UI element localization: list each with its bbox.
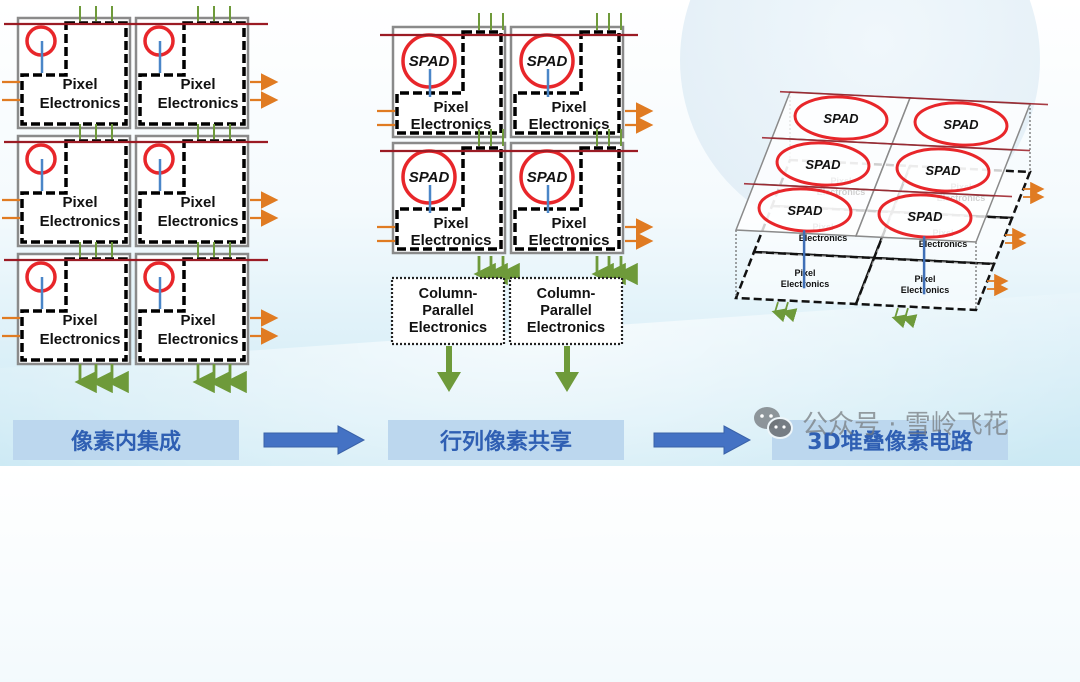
cell-label-line-2: Electronics bbox=[919, 239, 968, 249]
spad-ring bbox=[895, 147, 991, 193]
spad-label: SPAD bbox=[805, 157, 841, 172]
spad-label: SPAD bbox=[409, 53, 450, 70]
stage-in-pixel-integration: PixelElectronicsPixelElectronicsPixelEle… bbox=[2, 6, 279, 394]
stage-label-in-pixel: 像素内集成 bbox=[13, 420, 239, 460]
wechat-icon bbox=[754, 406, 793, 439]
cell-label-line-1: Pixel bbox=[551, 99, 586, 116]
cell-label-line-1: Pixel bbox=[180, 76, 215, 93]
spad-label: SPAD bbox=[527, 53, 568, 70]
cell-label-line-2: Electronics bbox=[40, 331, 121, 348]
cell-frame bbox=[134, 16, 250, 130]
cell-label-line-1: Pixel bbox=[180, 194, 215, 211]
column-block-label-line: Column- bbox=[537, 286, 596, 302]
spad-label: SPAD bbox=[925, 163, 961, 178]
cell-frame bbox=[134, 252, 250, 366]
cell-label-line-1: Pixel bbox=[433, 99, 468, 116]
cell-frame bbox=[16, 134, 132, 248]
spad-ring bbox=[913, 101, 1009, 147]
spad-ring bbox=[775, 141, 871, 187]
cell-label-line-2: Electronics bbox=[158, 331, 239, 348]
cell-label-line-1: Pixel bbox=[433, 215, 468, 232]
output-arrow bbox=[781, 301, 798, 323]
cell-label-line-2: Electronics bbox=[529, 232, 610, 249]
column-block-frame bbox=[390, 276, 506, 346]
spad-label: SPAD bbox=[409, 169, 450, 186]
spad-label: SPAD bbox=[943, 117, 979, 132]
spad-ring bbox=[793, 95, 889, 141]
spad-label: SPAD bbox=[823, 111, 859, 126]
spad-label: SPAD bbox=[907, 209, 943, 224]
column-block-label-line: Parallel bbox=[422, 303, 474, 319]
output-arrow bbox=[555, 346, 579, 392]
cell-label-line-1: Pixel bbox=[62, 194, 97, 211]
cell-label-line-1: Pixel bbox=[62, 312, 97, 329]
cell-label-line-1: Pixel bbox=[62, 76, 97, 93]
electronics-region bbox=[513, 30, 621, 135]
cell-label-line-1: Pixel bbox=[551, 215, 586, 232]
cell-label-line-2: Electronics bbox=[799, 233, 848, 243]
watermark: 公众号 · 雪岭飞花 bbox=[752, 404, 1009, 441]
column-block-frame bbox=[508, 276, 624, 346]
electronics-region bbox=[513, 146, 621, 251]
stage-3d-stacked: PixelElectronicsPixelElectronicsPixelEle… bbox=[734, 90, 1049, 329]
cell-label-line-2: Electronics bbox=[529, 116, 610, 133]
stage-label-row-column: 行列像素共享 bbox=[388, 420, 624, 460]
cell-label-line-2: Electronics bbox=[158, 213, 239, 230]
cell-frame bbox=[134, 134, 250, 248]
spad-label: SPAD bbox=[787, 203, 823, 218]
spad-label: SPAD bbox=[527, 169, 568, 186]
column-block-label-line: Electronics bbox=[409, 320, 487, 336]
watermark-text: 公众号 · 雪岭飞花 bbox=[802, 410, 1009, 440]
stage-row-column-sharing: SPADPixelElectronicsSPADPixelElectronics… bbox=[377, 13, 654, 392]
cell-label-line-2: Electronics bbox=[411, 116, 492, 133]
column-block-label-line: Parallel bbox=[540, 303, 592, 319]
row-select-line bbox=[743, 182, 1013, 198]
cell-label-line-2: Electronics bbox=[411, 232, 492, 249]
cell-label-line-2: Electronics bbox=[158, 95, 239, 112]
cell-label-line-1: Pixel bbox=[180, 312, 215, 329]
output-arrow bbox=[901, 307, 918, 329]
row-select-line bbox=[779, 90, 1049, 106]
cell-label-line-2: Electronics bbox=[40, 95, 121, 112]
spad-layer: SPAD SPAD SPAD SPAD SPAD SPAD bbox=[734, 90, 1049, 243]
cell-frame bbox=[16, 16, 132, 130]
output-arrow bbox=[891, 307, 908, 329]
right-arrow-icon bbox=[263, 425, 366, 455]
electronics-region bbox=[395, 30, 503, 135]
output-arrow bbox=[771, 301, 788, 323]
row-select-line bbox=[761, 136, 1031, 152]
stage-label-3d-stacked: 3D堆叠像素电路 bbox=[772, 420, 1008, 460]
output-arrow bbox=[437, 346, 461, 392]
spad-architecture-diagram: PixelElectronicsPixelElectronicsPixelEle… bbox=[2, 6, 1049, 394]
column-block-label-line: Electronics bbox=[527, 320, 605, 336]
electronics-region bbox=[395, 146, 503, 251]
cell-label-line-2: Electronics bbox=[40, 213, 121, 230]
right-arrow-icon bbox=[653, 425, 752, 455]
column-block-label-line: Column- bbox=[419, 286, 478, 302]
cell-frame bbox=[16, 252, 132, 366]
